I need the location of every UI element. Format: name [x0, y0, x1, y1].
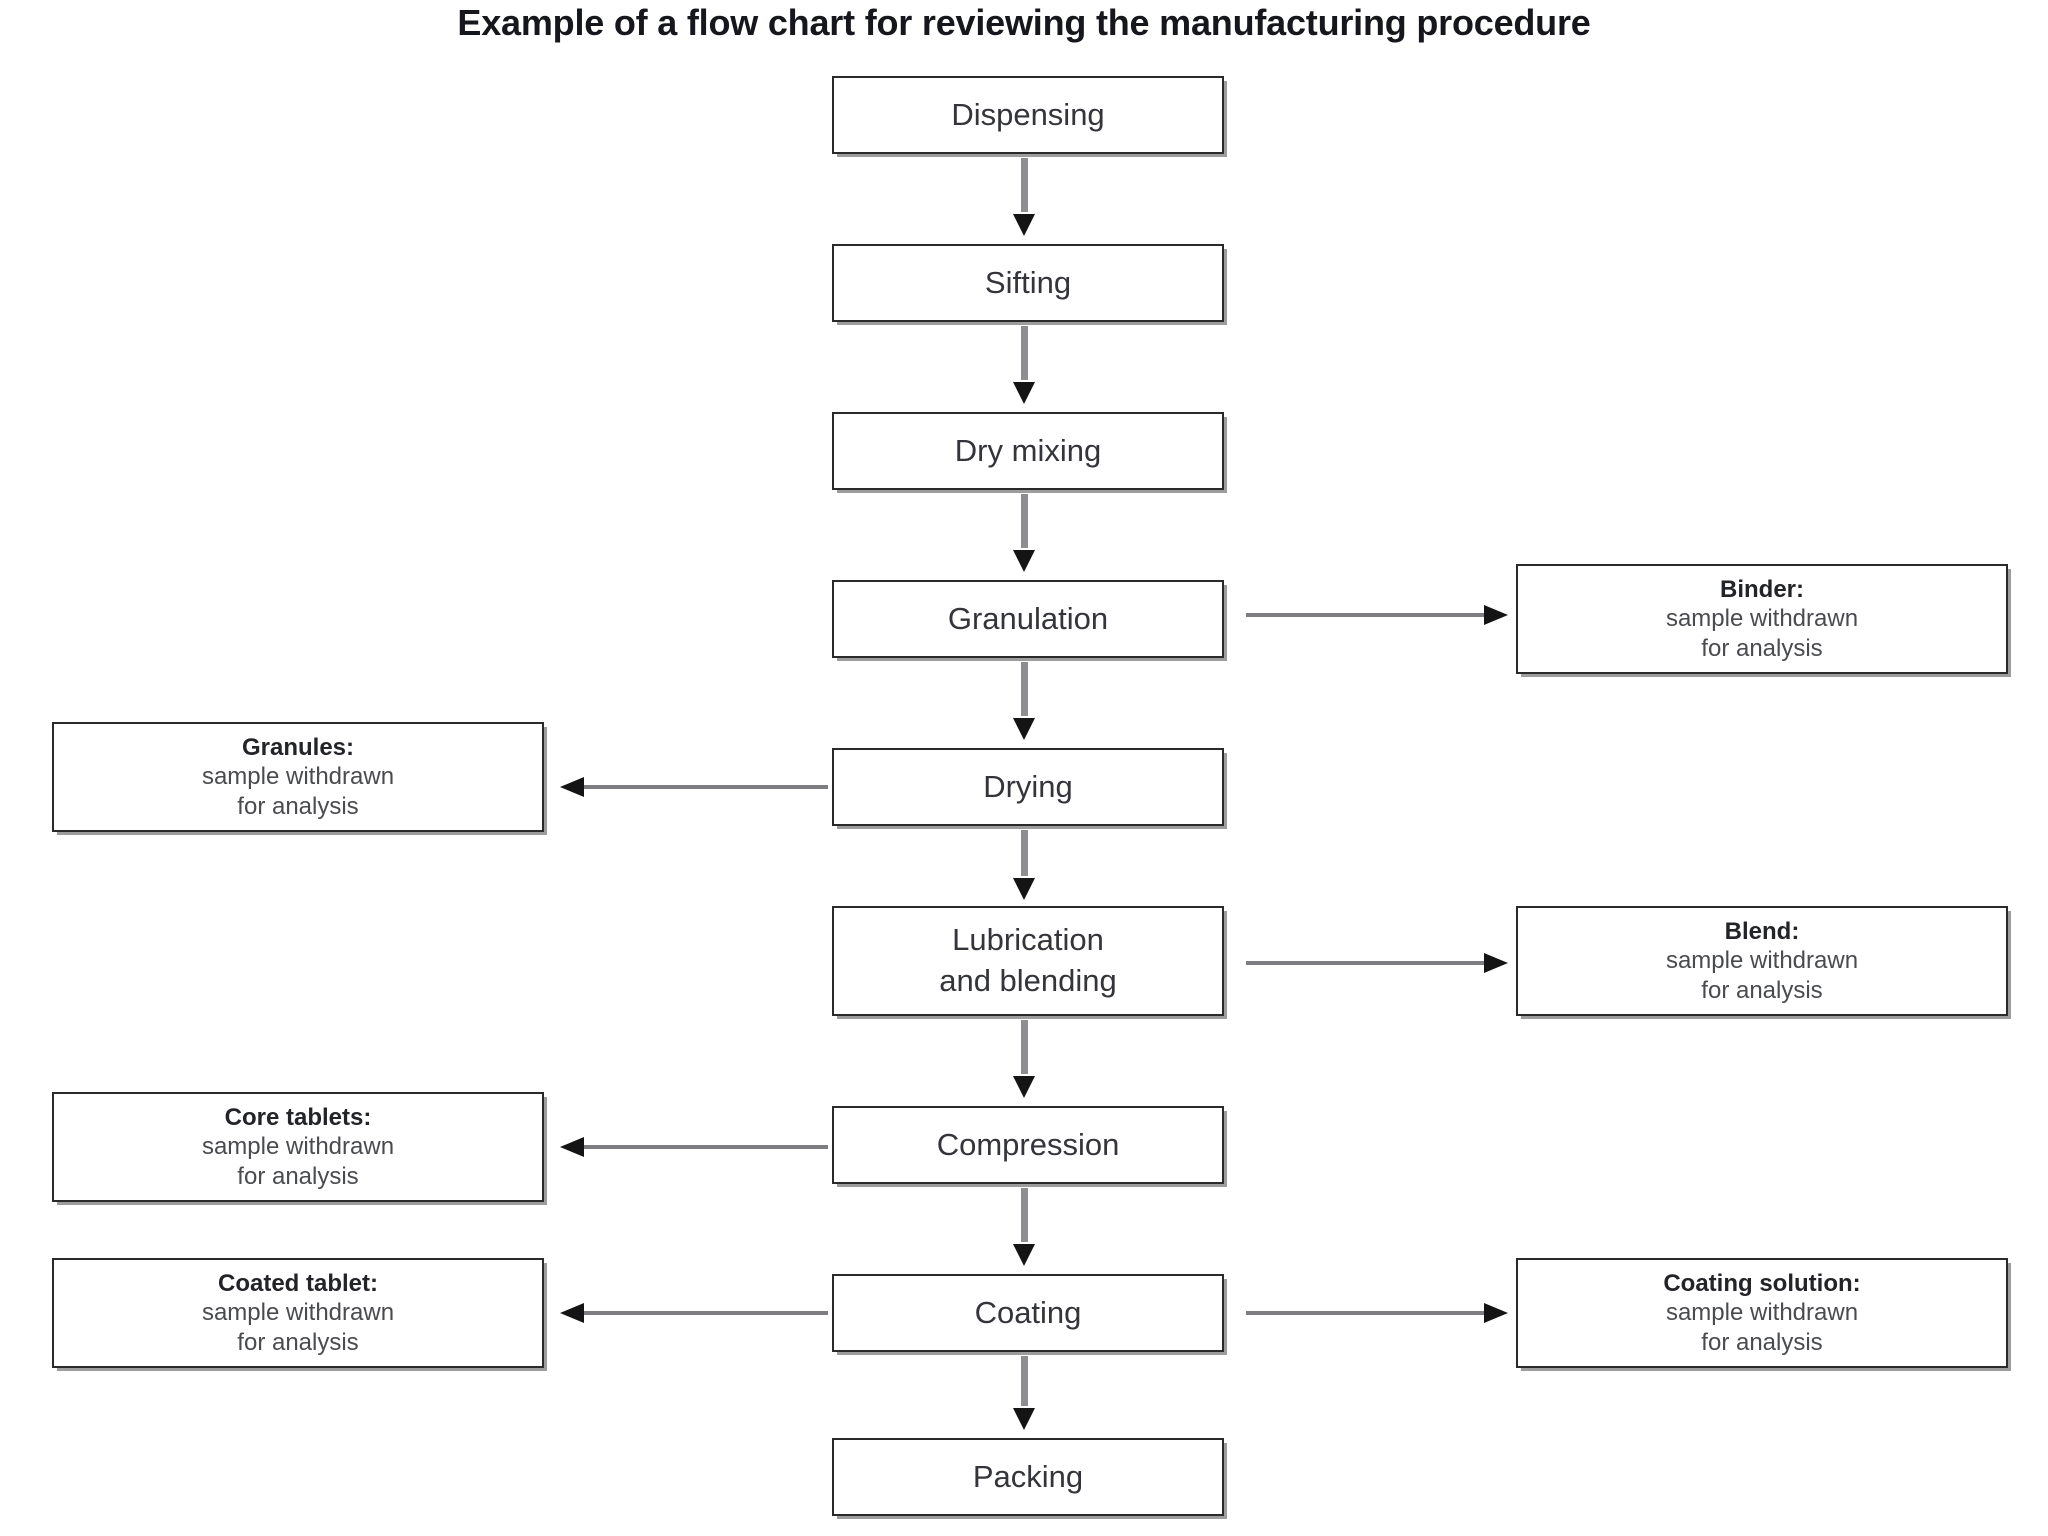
branch-arrow-left-icon: [560, 777, 828, 797]
branch-arrow-right-icon: [1246, 953, 1508, 973]
sample-box-line2: sample withdrawn: [201, 1299, 395, 1327]
process-node-drying[interactable]: Drying: [832, 748, 1224, 826]
sample-box-title: Coated tablet:: [217, 1270, 378, 1298]
sample-box-coating-solution[interactable]: Coating solution: sample withdrawn for a…: [1516, 1258, 2008, 1368]
process-node-label: Drying: [983, 768, 1073, 804]
flow-arrow-down-icon: [1013, 326, 1035, 408]
flow-arrow-down-icon: [1013, 1356, 1035, 1434]
sample-box-coated-tablet[interactable]: Coated tablet: sample withdrawn for anal…: [52, 1258, 544, 1368]
flow-arrow-down-icon: [1013, 662, 1035, 744]
sample-box-line2: sample withdrawn: [201, 763, 395, 791]
sample-box-line3: for analysis: [237, 1162, 359, 1190]
flow-arrow-down-icon: [1013, 830, 1035, 902]
page-title: Example of a flow chart for reviewing th…: [457, 2, 1591, 43]
sample-box-line2: sample withdrawn: [1665, 947, 1859, 975]
process-node-dry-mixing[interactable]: Dry mixing: [832, 412, 1224, 490]
sample-box-core-tablets[interactable]: Core tablets: sample withdrawn for analy…: [52, 1092, 544, 1202]
sample-box-line3: for analysis: [1701, 634, 1823, 662]
process-node-label: Packing: [972, 1458, 1084, 1494]
sample-box-line3: for analysis: [237, 792, 359, 820]
process-node-packing[interactable]: Packing: [832, 1438, 1224, 1516]
process-node-label-line1: Lubrication: [952, 922, 1104, 958]
sample-box-granules[interactable]: Granules: sample withdrawn for analysis: [52, 722, 544, 832]
sample-box-title: Binder:: [1720, 576, 1804, 604]
sample-box-line2: sample withdrawn: [201, 1133, 395, 1161]
sample-box-line2: sample withdrawn: [1665, 1299, 1859, 1327]
process-node-label: Dry mixing: [954, 432, 1102, 468]
process-node-dispensing[interactable]: Dispensing: [832, 76, 1224, 154]
flow-arrow-down-icon: [1013, 1188, 1035, 1270]
sample-box-title: Granules:: [241, 734, 355, 762]
sample-box-blend[interactable]: Blend: sample withdrawn for analysis: [1516, 906, 2008, 1016]
process-node-lubrication-and-blending[interactable]: Lubrication and blending: [832, 906, 1224, 1016]
process-node-granulation[interactable]: Granulation: [832, 580, 1224, 658]
process-node-label: Compression: [936, 1126, 1120, 1162]
sample-box-line3: for analysis: [1701, 976, 1823, 1004]
branch-arrow-right-icon: [1246, 605, 1508, 625]
sample-box-line3: for analysis: [237, 1328, 359, 1356]
flow-arrow-down-icon: [1013, 158, 1035, 240]
branch-arrow-left-icon: [560, 1137, 828, 1157]
process-node-label: Dispensing: [951, 96, 1105, 132]
sample-box-title: Core tablets:: [224, 1104, 372, 1132]
branch-arrow-left-icon: [560, 1303, 828, 1323]
flow-arrow-down-icon: [1013, 1020, 1035, 1102]
sample-box-line3: for analysis: [1701, 1328, 1823, 1356]
process-node-compression[interactable]: Compression: [832, 1106, 1224, 1184]
sample-box-line2: sample withdrawn: [1665, 605, 1859, 633]
process-node-coating[interactable]: Coating: [832, 1274, 1224, 1352]
process-node-label: Lubrication and blending: [939, 920, 1117, 1002]
process-node-label-line2: and blending: [939, 963, 1117, 998]
flow-arrow-down-icon: [1013, 494, 1035, 576]
branch-arrow-right-icon: [1246, 1303, 1508, 1323]
process-node-label: Sifting: [984, 264, 1072, 300]
sample-box-title: Blend:: [1724, 918, 1800, 946]
process-node-label: Coating: [974, 1294, 1082, 1330]
process-node-label: Granulation: [947, 600, 1109, 636]
sample-box-title: Coating solution:: [1663, 1270, 1861, 1298]
sample-box-binder[interactable]: Binder: sample withdrawn for analysis: [1516, 564, 2008, 674]
process-node-sifting[interactable]: Sifting: [832, 244, 1224, 322]
